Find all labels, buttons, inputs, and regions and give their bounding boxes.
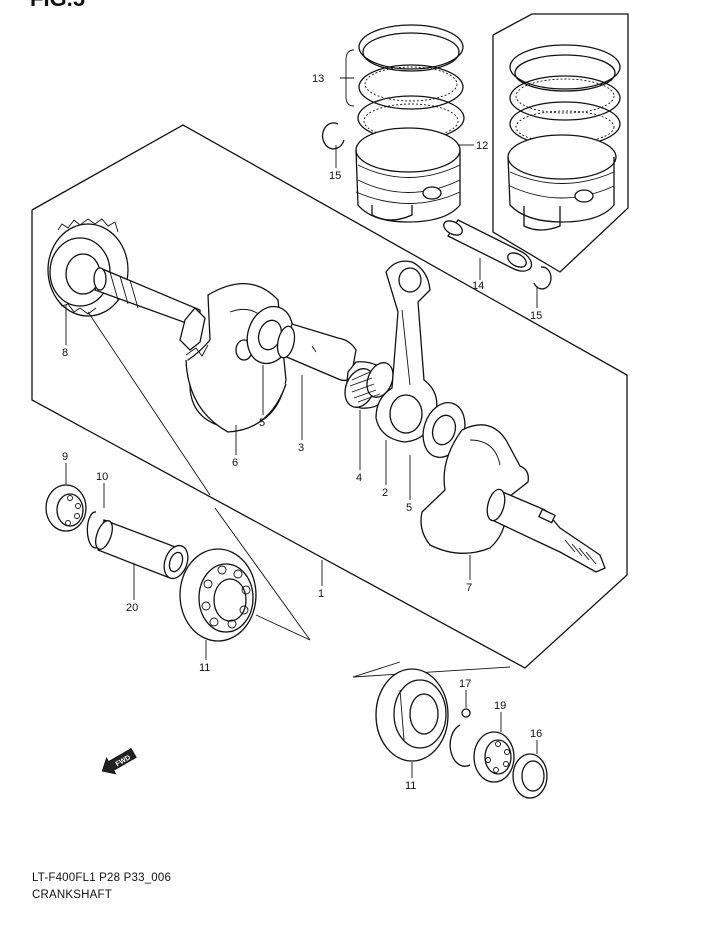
callout-13: 13: [312, 73, 324, 85]
callout-14: 14: [472, 280, 484, 292]
piston-ring-set-assembly: [509, 44, 621, 147]
callout-19: 19: [494, 700, 506, 712]
connecting-rod: [375, 260, 438, 443]
circlip-lower: [533, 266, 552, 290]
fwd-arrow-icon: FWD: [101, 747, 137, 775]
leader-lines: [65, 49, 538, 778]
callout-11-left: 11: [199, 662, 210, 674]
diagram-code-caption: LT-F400FL1 P28 P33_006: [32, 872, 172, 884]
callout-12: 12: [476, 140, 488, 152]
bearing-19: [473, 731, 515, 783]
crank-gear: [47, 218, 129, 317]
callout-4: 4: [356, 472, 362, 484]
bearing-large-right: [375, 668, 449, 762]
callout-20: 20: [126, 602, 138, 614]
piston-pin: [443, 219, 533, 272]
callout-1: 1: [318, 588, 324, 600]
callout-9: 9: [62, 451, 68, 463]
crank-pin: [276, 323, 357, 382]
callout-10: 10: [96, 471, 108, 483]
callout-11-right: 11: [405, 780, 416, 792]
bearing-small: [45, 484, 87, 532]
sleeve-shaft: [95, 519, 189, 580]
callout-2: 2: [382, 487, 388, 499]
callout-3: 3: [298, 442, 304, 454]
piston-ring-set: [357, 24, 465, 141]
diagram-name-caption: CRANKSHAFT: [32, 889, 112, 901]
callout-8: 8: [62, 347, 68, 359]
circlip-upper: [321, 122, 345, 150]
bearing-large-left: [179, 548, 257, 642]
piston-assembly: [507, 134, 617, 231]
callout-5-right: 5: [406, 502, 412, 514]
piston: [355, 127, 461, 223]
callout-7: 7: [466, 582, 472, 594]
callout-15-upper: 15: [329, 170, 341, 182]
callout-16: 16: [530, 728, 542, 740]
circlip-17: [449, 708, 471, 767]
callout-5-left: 5: [259, 417, 265, 429]
callout-17: 17: [459, 678, 471, 690]
figure-title: FIG.5: [30, 0, 85, 12]
assembly-frame-main: [31, 124, 628, 678]
oil-seal: [512, 753, 548, 799]
assembly-frame-piston: [492, 13, 629, 273]
callout-labels: 13 12 15 14 15 8 5 6 3 4 2 5 7 1 9 10 20…: [62, 73, 542, 792]
crankshaft-right: [420, 424, 606, 573]
callout-6: 6: [232, 457, 238, 469]
callout-15-lower: 15: [530, 310, 542, 322]
